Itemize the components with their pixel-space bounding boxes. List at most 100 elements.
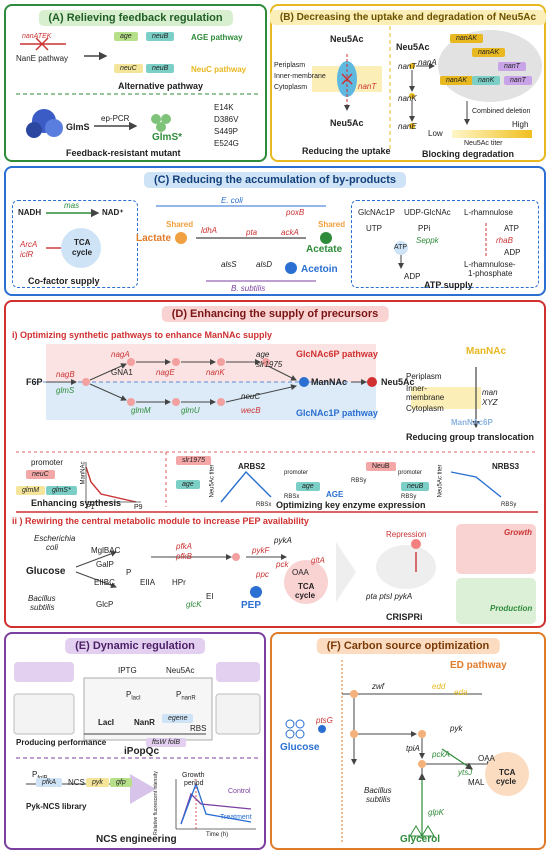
atp-label-1: ATP xyxy=(394,244,408,251)
arca-gene: ArcA xyxy=(20,240,38,249)
periplasm-label-d: Periplasm xyxy=(406,372,442,381)
subtilis-label-d: subtilis xyxy=(30,603,55,612)
adp-label-1: ADP xyxy=(404,272,421,281)
glpk-gene: glpK xyxy=(428,808,445,817)
treatment-label: Treatment xyxy=(220,814,252,821)
nane-pathway-label: NanE pathway xyxy=(16,54,69,63)
nanak-box-3: nanAK xyxy=(440,76,474,85)
subtilis-label-f: subtilis xyxy=(366,795,391,804)
nant-box-2: nanT xyxy=(504,76,532,85)
glms-star-box: glmS* xyxy=(46,486,77,495)
eiia-label: EIIA xyxy=(140,578,156,587)
tca-label-c: TCA xyxy=(74,238,91,247)
edd-gene: edd xyxy=(432,682,446,691)
glms-label: GlmS xyxy=(66,122,90,132)
pyk-gene-f: pyk xyxy=(450,724,463,733)
pfka-box-e: pfkA xyxy=(36,778,63,787)
atp-label-2: ATP xyxy=(504,224,519,233)
neub-gene-b: neuB xyxy=(146,64,175,73)
age-icon: AGE xyxy=(326,490,344,499)
nana-label: nanA xyxy=(418,58,437,67)
control-label: Control xyxy=(228,788,251,795)
iclr-gene: iclR xyxy=(20,250,34,259)
neub-gene-a: neuB xyxy=(146,32,175,41)
poxb-gene: poxB xyxy=(286,208,305,217)
nadh-label: NADH xyxy=(18,208,42,217)
glmu-gene: glmU xyxy=(181,406,200,415)
panel-f-title: (F) Carbon source optimization xyxy=(316,638,500,654)
nanak-box-1: nanAK xyxy=(450,34,484,43)
glms-gene: glmS xyxy=(56,386,75,395)
panel-d: (D) Enhancing the supply of precursors i… xyxy=(4,300,546,628)
mutation-4: E524G xyxy=(214,139,239,148)
rbsy-label-1: RBSy xyxy=(351,478,367,484)
panel-e: (E) Dynamic regulation IPTG Neu5Ac PlacI… xyxy=(4,632,266,850)
panel-c-graphics xyxy=(46,205,487,282)
zwf-gene: zwf xyxy=(372,682,384,691)
y-axis-label-e: Relative fluorescent intensity xyxy=(152,771,159,835)
promoter-label-2: promoter xyxy=(284,470,309,476)
mannac-label: ManNAc xyxy=(311,377,348,387)
hpr-label: HPr xyxy=(172,578,186,587)
membrane-label-d: membrane xyxy=(406,393,445,402)
age-gene-box: age xyxy=(296,482,320,491)
nanatek-gene: nanATEK xyxy=(22,33,52,40)
mutation-1: E14K xyxy=(214,103,234,112)
glmm-gene: glmM xyxy=(131,406,151,415)
panel-b: (B) Decreasing the uptake and degradatio… xyxy=(269,4,547,162)
cytoplasm-label-d: Cytoplasm xyxy=(406,404,444,413)
optimizing-expression-label: Optimizing key enzyme expression xyxy=(276,500,426,510)
cytoplasm-label: Cytoplasm xyxy=(274,84,308,91)
adp-label-2: ADP xyxy=(504,248,521,257)
iptg-label: IPTG xyxy=(118,666,137,675)
cycle-label-c: cycle xyxy=(72,248,93,257)
galp-label: GalP xyxy=(96,560,114,569)
pnanr-label: PnanR xyxy=(176,690,196,702)
neu5ac-titer-label-1: Neu5Ac titer xyxy=(209,464,216,498)
mglbac-label: MglBAC xyxy=(91,546,121,555)
glcnac1p-pathway-label: GlcNAc1P pathway xyxy=(296,408,378,418)
glta-gene: gltA xyxy=(311,556,325,565)
lactate-label: Lactate xyxy=(136,233,172,244)
period-label: period xyxy=(184,780,204,787)
panel-e-title: (E) Dynamic regulation xyxy=(65,638,205,654)
pfka-gene: pfkA xyxy=(176,542,193,551)
sub1-title: i) Optimizing synthetic pathways to enha… xyxy=(12,330,273,340)
alsd-gene: alsD xyxy=(256,260,273,269)
f6p-label: F6P xyxy=(26,377,43,387)
glcp-label: GlcP xyxy=(96,600,114,609)
mal-label: MAL xyxy=(468,778,485,787)
producing-performance-label: Producing performance xyxy=(16,738,107,747)
group-translocation-label: Reducing group translocation xyxy=(406,432,535,442)
atp-box xyxy=(351,200,539,288)
panel-c-title: (C) Reducing the accumulation of by-prod… xyxy=(143,172,407,188)
nrbs3-label: NRBS3 xyxy=(492,462,520,471)
pyka-gene: pykA xyxy=(274,536,292,545)
operon-label: pta ptsI pykA xyxy=(366,592,413,601)
ipopqc-label: iPopQc xyxy=(124,746,160,757)
high-label: High xyxy=(512,120,529,129)
nant-label-uptake: nanT xyxy=(358,82,377,91)
shared-right-label: Shared xyxy=(318,220,346,229)
tpia-gene: tpiA xyxy=(406,744,420,753)
nad-label: NAD⁺ xyxy=(102,208,124,217)
mannac-right-label: ManNAc xyxy=(466,346,507,357)
age-box-d: age xyxy=(176,480,200,489)
neu5ac-titer-label-2: Neu5Ac titer xyxy=(437,464,444,498)
sub2-title: ii ) Rewiring the central metabolic modu… xyxy=(12,516,309,526)
rbsx-label: RBSx xyxy=(284,494,300,500)
neuc-gene: neuC xyxy=(114,64,143,73)
pcka-gene: pckA xyxy=(432,750,450,759)
production-label: Production xyxy=(490,604,533,613)
bsubtilis-label: B. subtilis xyxy=(231,284,266,293)
ncs-label: NCS xyxy=(68,778,85,787)
panel-b-graphics xyxy=(312,26,542,151)
lrhamnulose-1p-label-b: 1-phosphate xyxy=(468,269,513,278)
crispri-label: CRISPRi xyxy=(386,612,423,622)
inner-membrane-label: Inner-membrane xyxy=(274,73,326,80)
pck-gene: pck xyxy=(276,560,289,569)
utp-label: UTP xyxy=(366,224,382,233)
gfp-box: gfp xyxy=(110,778,132,787)
nank-gene-d: nanK xyxy=(206,368,225,377)
coli-label-d: coli xyxy=(46,543,59,552)
